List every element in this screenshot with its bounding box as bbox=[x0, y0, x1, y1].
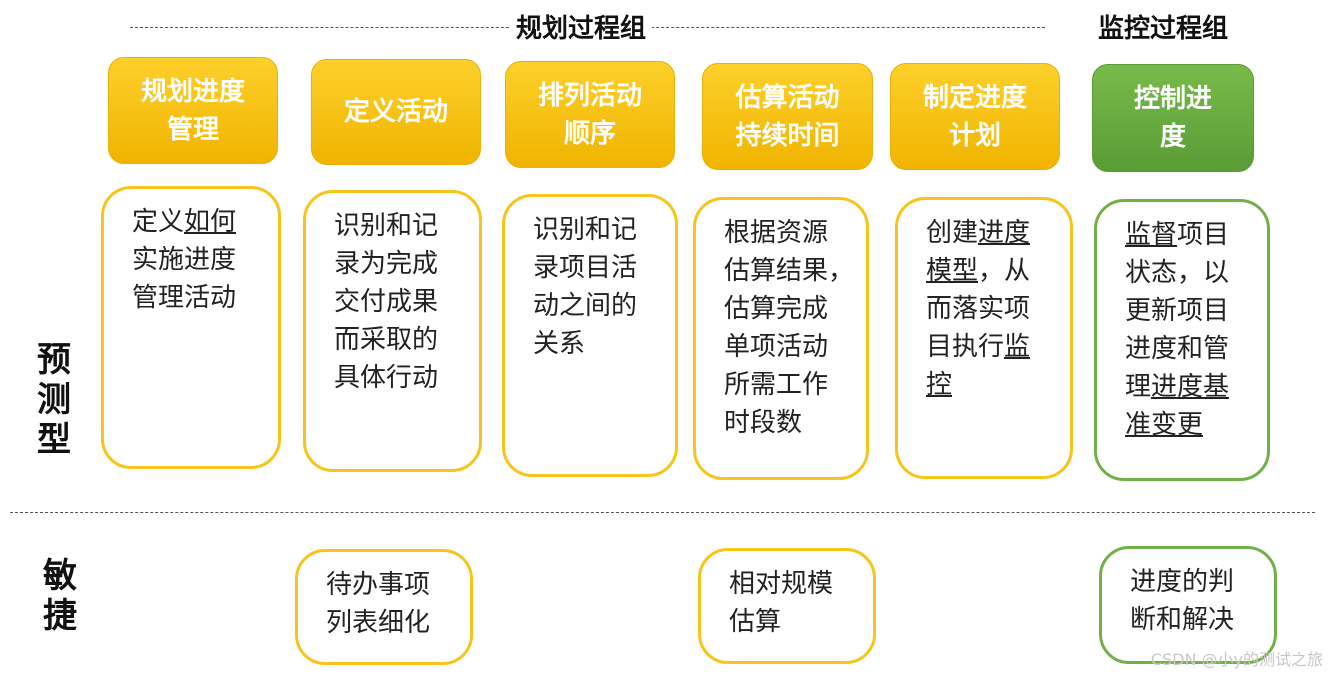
agile-card-backlog-refinement: 待办事项列表细化 bbox=[295, 549, 473, 665]
card-line: 估算结果， bbox=[724, 252, 866, 290]
process-sequence-activities: 排列活动 顺序 bbox=[505, 61, 675, 168]
card-line: 动之间的 bbox=[533, 287, 675, 325]
card-text: 管理活动 bbox=[132, 283, 237, 313]
card-line: 准变更 bbox=[1125, 406, 1267, 444]
card-text: 进度和管 bbox=[1125, 334, 1230, 364]
card-text: 估算结果， bbox=[724, 256, 855, 286]
card-line: 估算完成 bbox=[724, 290, 866, 328]
card-text: 时段数 bbox=[724, 408, 803, 438]
predictive-card-4: 根据资源估算结果， 估算完成单项活动所需工作时段数 bbox=[693, 197, 869, 480]
card-line: 估算 bbox=[729, 607, 782, 637]
card-text: 动之间的 bbox=[533, 291, 638, 321]
card-line: 而采取的 bbox=[334, 321, 479, 359]
card-text: 所需工作 bbox=[724, 370, 829, 400]
card-text: 实施进度 bbox=[132, 245, 237, 275]
process-plan-schedule-management: 规划进度 管理 bbox=[108, 57, 278, 164]
predictive-card-6: 监督项目状态，以更新项目进度和管理进度基准变更 bbox=[1094, 199, 1270, 481]
card-text: 根据资源 bbox=[724, 218, 829, 248]
card-text: 单项活动 bbox=[724, 332, 829, 362]
card-line: 监督项目 bbox=[1125, 216, 1267, 254]
card-text: 定义 bbox=[132, 207, 185, 237]
card-text: 估算完成 bbox=[724, 294, 829, 324]
agile-card-schedule-judgement: 进度的判断和解决 bbox=[1099, 546, 1277, 664]
process-label: 估算活动 持续时间 bbox=[735, 82, 840, 151]
process-define-activities: 定义活动 bbox=[311, 59, 481, 165]
card-line: 管理活动 bbox=[132, 279, 278, 317]
key-term: 监 bbox=[1004, 332, 1031, 362]
key-term: 准变更 bbox=[1125, 410, 1204, 440]
card-line: 目执行监 bbox=[926, 328, 1070, 366]
process-label: 控制进 度 bbox=[1133, 84, 1212, 152]
card-line: 具体行动 bbox=[334, 359, 479, 397]
card-line: 理进度基 bbox=[1125, 368, 1267, 406]
card-line: 断和解决 bbox=[1130, 605, 1235, 635]
card-line: 识别和记 bbox=[533, 211, 675, 249]
card-line: 待办事项 bbox=[326, 570, 431, 600]
process-control-schedule: 控制进 度 bbox=[1092, 64, 1254, 172]
card-line: 相对规模 bbox=[729, 569, 834, 599]
predictive-card-2: 识别和记录为完成交付成果而采取的具体行动 bbox=[303, 190, 482, 472]
process-develop-schedule: 制定进度 计划 bbox=[890, 63, 1060, 170]
monitoring-group-title: 监控过程组 bbox=[1092, 8, 1235, 45]
process-label: 定义活动 bbox=[343, 97, 448, 127]
key-term: 控 bbox=[926, 370, 953, 400]
card-line: 识别和记 bbox=[334, 207, 479, 245]
planning-group-title: 规划过程组 bbox=[510, 8, 653, 45]
card-text: 识别和记 bbox=[533, 215, 638, 245]
card-line: 录为完成 bbox=[334, 245, 479, 283]
card-line: 进度的判 bbox=[1130, 567, 1235, 597]
card-line: 控 bbox=[926, 366, 1070, 404]
card-line: 定义如何 bbox=[132, 203, 278, 241]
card-text: 关系 bbox=[533, 329, 586, 359]
key-term: 模型 bbox=[926, 256, 979, 286]
row-label-agile: 敏 捷 bbox=[43, 556, 77, 636]
process-label: 规划进度 管理 bbox=[140, 76, 245, 145]
key-term: 如何 bbox=[184, 207, 237, 237]
card-line: 时段数 bbox=[724, 404, 866, 442]
card-line: 单项活动 bbox=[724, 328, 866, 366]
key-term: 进度 bbox=[978, 218, 1031, 248]
card-line: 实施进度 bbox=[132, 241, 278, 279]
row-label-predictive: 预 测 型 bbox=[37, 340, 71, 460]
card-text: 而落实项 bbox=[926, 294, 1031, 324]
card-text: 识别和记 bbox=[334, 211, 439, 241]
card-line: 模型，从 bbox=[926, 252, 1070, 290]
card-line: 交付成果 bbox=[334, 283, 479, 321]
predictive-card-5: 创建进度模型，从而落实项目执行监控 bbox=[895, 197, 1073, 479]
key-term: 进度基 bbox=[1151, 372, 1230, 402]
predictive-card-1: 定义如何实施进度管理活动 bbox=[101, 186, 281, 469]
card-line: 状态，以 bbox=[1125, 254, 1267, 292]
process-estimate-durations: 估算活动 持续时间 bbox=[702, 63, 873, 170]
card-text: 录项目活 bbox=[533, 253, 638, 283]
card-line: 列表细化 bbox=[326, 608, 431, 638]
card-line: 进度和管 bbox=[1125, 330, 1267, 368]
card-text: 录为完成 bbox=[334, 249, 439, 279]
card-text: 状态，以 bbox=[1125, 258, 1230, 288]
card-text: 具体行动 bbox=[334, 363, 439, 393]
card-line: 所需工作 bbox=[724, 366, 866, 404]
card-line: 创建进度 bbox=[926, 214, 1070, 252]
agile-card-relative-sizing: 相对规模估算 bbox=[698, 548, 876, 664]
card-line: 更新项目 bbox=[1125, 292, 1267, 330]
card-text: 创建 bbox=[926, 218, 979, 248]
card-text: 更新项目 bbox=[1125, 296, 1230, 326]
card-text: 理 bbox=[1125, 372, 1152, 402]
card-line: 关系 bbox=[533, 325, 675, 363]
row-divider bbox=[10, 512, 1315, 513]
process-label: 制定进度 计划 bbox=[922, 82, 1027, 151]
key-term: 监督 bbox=[1125, 220, 1178, 250]
card-text: 而采取的 bbox=[334, 325, 439, 355]
process-label: 排列活动 顺序 bbox=[537, 80, 642, 149]
card-text: 交付成果 bbox=[334, 287, 439, 317]
card-text: 目执行 bbox=[926, 332, 1005, 362]
card-line: 而落实项 bbox=[926, 290, 1070, 328]
card-text: ，从 bbox=[978, 256, 1031, 286]
card-line: 录项目活 bbox=[533, 249, 675, 287]
card-text: 项目 bbox=[1177, 220, 1230, 250]
watermark: CSDN @小y的测试之旅 bbox=[1150, 650, 1323, 669]
predictive-card-3: 识别和记录项目活动之间的关系 bbox=[502, 194, 678, 477]
card-line: 根据资源 bbox=[724, 214, 866, 252]
